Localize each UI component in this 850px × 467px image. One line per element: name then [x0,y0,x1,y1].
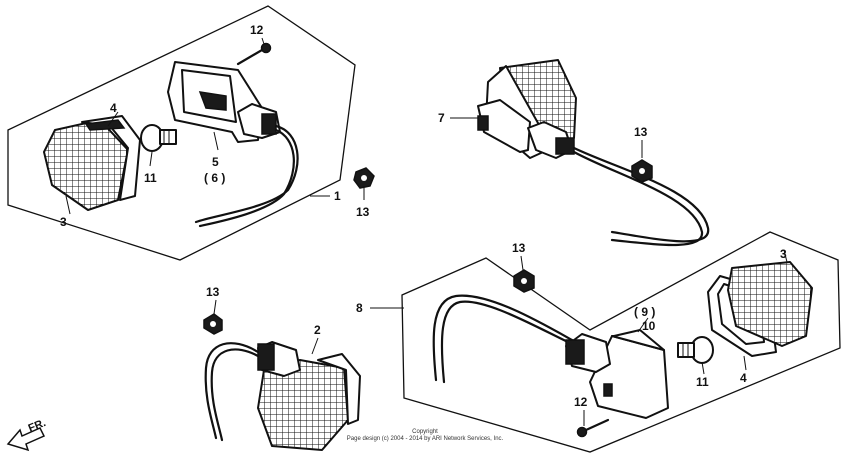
assembly-1-frame [7,5,356,261]
arrow-icon [6,427,46,452]
wire-signal-7 [572,146,710,247]
screw-12-bottom[interactable] [576,418,610,438]
wire-assembly-8 [432,294,574,384]
callout-6: ( 6 ) [204,171,225,185]
turn-signal-2[interactable] [257,341,361,451]
nut-13-center[interactable] [513,269,535,293]
gasket-4-left[interactable] [81,115,141,201]
nut-13-top-right[interactable] [631,159,653,183]
callout-1: 1 [334,189,341,203]
callout-5: 5 [212,155,219,169]
leader-lines [65,37,788,426]
callout-8: 8 [356,301,363,315]
callout-11-left: 11 [144,171,157,185]
callout-7: 7 [438,111,445,125]
lens-3-right[interactable] [727,261,813,347]
callout-10: 10 [642,319,656,333]
callout-13-center: 13 [512,241,526,255]
callout-11-right: 11 [696,375,709,389]
copyright-notice: Copyright Page design (c) 2004 - 2014 by… [347,429,504,442]
bulb-11-left[interactable] [140,124,177,152]
bulb-11-right[interactable] [677,336,714,364]
housing-10[interactable] [565,329,669,419]
turn-signal-7[interactable] [477,59,577,159]
nut-13-bottom-left[interactable] [203,313,223,335]
copyright-title: Copyright [412,429,438,435]
callout-13-mid: 13 [356,205,370,219]
callout-3-left: 3 [60,215,67,229]
callout-13-bottom-left: 13 [206,285,220,299]
callout-12-top: 12 [250,23,264,37]
callout-12-bottom: 12 [574,395,588,409]
callout-4-left: 4 [110,101,117,115]
direction-label: FR. [27,417,48,435]
callout-13-top-right: 13 [634,125,648,139]
front-direction-arrow: FR. [6,417,48,452]
nut-13-mid[interactable] [353,167,375,189]
callout-2: 2 [314,323,321,337]
callout-4-right: 4 [740,371,747,385]
callout-labels: 12 4 5 ( 6 ) 11 3 1 13 7 13 13 3 8 ( 9 )… [60,23,787,409]
callout-9: ( 9 ) [634,305,655,319]
copyright-text: Page design (c) 2004 - 2014 by ARI Netwo… [347,436,504,442]
callout-3-right: 3 [780,247,787,261]
wire-housing-5 [194,124,299,228]
screw-12-top[interactable] [236,42,272,66]
wire-signal-2 [204,342,260,442]
housing-5[interactable] [167,61,281,143]
